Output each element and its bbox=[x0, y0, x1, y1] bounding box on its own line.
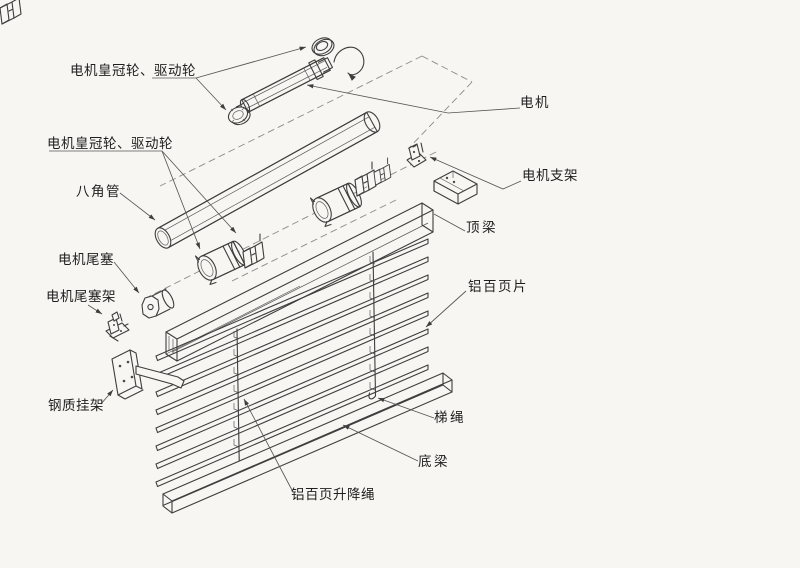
leader-bottom-rail bbox=[342, 424, 419, 462]
bottom-rail-part bbox=[162, 372, 453, 514]
drive-wheel-part bbox=[309, 182, 362, 228]
tail-plug-part bbox=[141, 288, 175, 319]
label-motor: 电机 bbox=[520, 95, 550, 110]
leader-ladder-cord bbox=[377, 397, 435, 419]
label-bottom-rail: 底梁 bbox=[418, 454, 450, 469]
leader-lines bbox=[49, 46, 522, 493]
leader-steel-bracket bbox=[100, 389, 114, 405]
leader-slats bbox=[425, 290, 467, 328]
leader-crown-top-to-ring bbox=[195, 46, 307, 79]
label-motor-tail-plug: 电机尾塞 bbox=[58, 252, 114, 267]
crown-wheel-small-part bbox=[227, 106, 251, 126]
slat-stack bbox=[155, 238, 429, 488]
power-cord bbox=[333, 46, 365, 81]
leader-crown-top-to-wheel bbox=[195, 77, 227, 111]
motor-part bbox=[235, 46, 365, 114]
label-aluminum-slats: 铝百页片 bbox=[468, 279, 528, 294]
octagonal-tube-part bbox=[154, 111, 381, 249]
label-motor-bracket: 电机支架 bbox=[522, 168, 578, 183]
leader-tail-plug-bracket bbox=[87, 304, 103, 315]
label-lift-cord: 铝百页升降绳 bbox=[291, 487, 375, 502]
leader-crown-mid-to-wheel2 bbox=[161, 150, 237, 234]
steel-bracket-part bbox=[111, 349, 185, 400]
drive-wheel-part-2 bbox=[193, 238, 250, 286]
label-octagonal-tube: 八角管 bbox=[76, 184, 121, 199]
leader-motor bbox=[306, 84, 521, 114]
tail-plug-bracket-part bbox=[105, 311, 130, 342]
leader-lift-cord bbox=[243, 398, 294, 493]
leader-top-rail bbox=[433, 213, 466, 232]
label-crown-drive-top: 电机皇冠轮、驱动轮 bbox=[70, 63, 196, 78]
leader-motor-bracket bbox=[429, 156, 522, 190]
assembly-axis-lines bbox=[141, 55, 473, 301]
clip-bracket-part bbox=[0, 0, 22, 25]
label-crown-drive-mid: 电机皇冠轮、驱动轮 bbox=[47, 136, 173, 151]
leader-crown-mid-to-wheel1 bbox=[161, 150, 201, 250]
label-top-rail: 顶梁 bbox=[466, 220, 498, 235]
label-ladder-cord: 梯绳 bbox=[434, 410, 466, 425]
label-steel-bracket: 钢质挂架 bbox=[48, 398, 104, 413]
motor-bracket-block-part bbox=[433, 170, 478, 205]
leader-tail-plug bbox=[113, 261, 140, 294]
motor-bracket-pin-part bbox=[406, 142, 427, 168]
crown-ring-part bbox=[311, 37, 335, 57]
label-tail-plug-bracket: 电机尾塞架 bbox=[46, 289, 116, 304]
leader-octagonal-tube bbox=[119, 192, 156, 221]
